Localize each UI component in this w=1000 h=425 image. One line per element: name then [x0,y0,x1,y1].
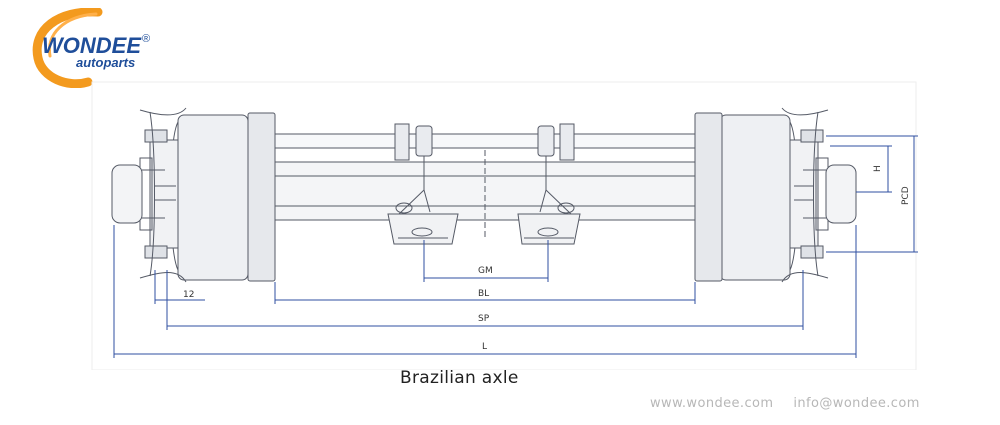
axle-body [111,107,857,283]
dimension-l-label: L [482,342,487,352]
right-wheel-end [694,107,857,283]
right-slack-adjuster [517,123,581,245]
drawing-frame [91,81,917,370]
left-wheel-end [111,107,276,283]
footer-contact: www.wondee.com info@wondee.com [650,396,980,411]
logo-registered-mark: ® [142,33,150,45]
axle-technical-drawing: GM BL 12 SP L H PCD [91,81,918,370]
logo-swoosh [32,8,103,88]
dimension-h-label: H [873,165,883,172]
footer-email[interactable]: info@wondee.com [793,396,920,411]
diagram-caption: Brazilian axle [400,368,519,388]
dimension-lines [113,135,918,358]
dimension-bl-label: BL [478,289,489,299]
footer-website[interactable]: www.wondee.com [650,396,774,411]
dimension-sp-label: SP [478,314,490,324]
dimension-gm-label: GM [478,266,493,276]
wondee-logo: WONDEE ® autoparts [32,8,150,88]
logo-brand-text: WONDEE [42,33,142,58]
dimension-12-label: 12 [183,290,194,300]
dimension-pcd-label: PCD [901,186,911,205]
left-slack-adjuster [387,123,459,245]
camshaft [274,133,696,149]
logo-sub-text: autoparts [76,55,135,70]
